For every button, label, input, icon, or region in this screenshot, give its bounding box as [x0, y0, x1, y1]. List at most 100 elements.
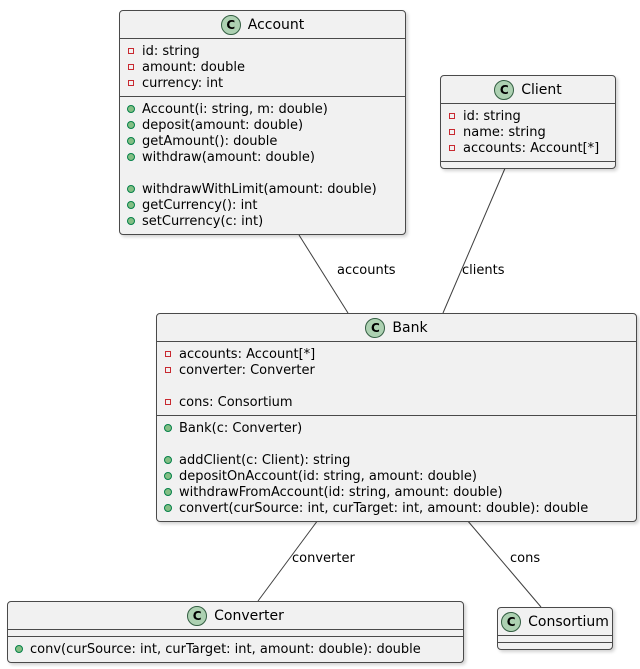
class-name: Account [247, 16, 305, 33]
attributes-section-empty [498, 635, 612, 642]
attributes-section: id: string amount: double currency: int [120, 38, 405, 96]
method-row: addClient(c: Client): string [157, 452, 636, 468]
methods-section: Bank(c: Converter) addClient(c: Client):… [157, 415, 636, 521]
blank-row [157, 436, 636, 452]
method-row: getCurrency(): int [120, 197, 405, 213]
private-field-icon [449, 113, 455, 119]
private-field-icon [165, 399, 171, 405]
public-method-icon [127, 217, 135, 225]
method-row: Bank(c: Converter) [157, 420, 636, 436]
edge-label-accounts: accounts [337, 263, 396, 278]
attribute-text: amount: double [142, 59, 245, 75]
attribute-text: currency: int [142, 75, 224, 91]
class-name: Consortium [528, 613, 609, 630]
public-method-icon [164, 488, 172, 496]
method-row: withdrawFromAccount(id: string, amount: … [157, 484, 636, 500]
method-text: withdrawWithLimit(amount: double) [142, 181, 377, 197]
stereotype-letter: C [226, 17, 236, 32]
class-bank: C Bank accounts: Account[*] converter: C… [156, 313, 637, 522]
class-client: C Client id: string name: string account… [440, 75, 616, 169]
edge-client-bank [442, 165, 507, 314]
attribute-text: cons: Consortium [179, 394, 293, 410]
public-method-icon [164, 456, 172, 464]
attributes-section-empty [8, 629, 463, 636]
method-text: convert(curSource: int, curTarget: int, … [179, 500, 589, 516]
edge-bank-consortium [466, 519, 542, 608]
class-account: C Account id: string amount: double curr… [119, 10, 406, 235]
method-text: setCurrency(c: int) [142, 213, 264, 229]
private-field-icon [449, 129, 455, 135]
class-stereotype-icon: C [187, 605, 208, 626]
attribute-text: converter: Converter [179, 362, 315, 378]
method-row: Account(i: string, m: double) [120, 101, 405, 117]
stereotype-letter: C [192, 608, 202, 623]
method-row: depositOnAccount(id: string, amount: dou… [157, 468, 636, 484]
public-method-icon [164, 424, 172, 432]
private-field-icon [128, 80, 134, 86]
method-text: conv(curSource: int, curTarget: int, amo… [30, 641, 421, 657]
class-stereotype-icon: C [501, 611, 522, 632]
class-stereotype-icon: C [494, 79, 515, 100]
private-field-icon [165, 367, 171, 373]
edge-label-clients: clients [462, 263, 505, 278]
class-client-header: C Client [441, 76, 615, 103]
public-method-icon [127, 201, 135, 209]
public-method-icon [127, 153, 135, 161]
private-field-icon [449, 145, 455, 151]
public-method-icon [127, 137, 135, 145]
private-field-icon [128, 64, 134, 70]
method-text: getCurrency(): int [142, 197, 258, 213]
method-row: convert(curSource: int, curTarget: int, … [157, 500, 636, 516]
edge-label-cons: cons [510, 551, 541, 566]
class-stereotype-icon: C [220, 14, 241, 35]
attribute-text: accounts: Account[*] [179, 346, 316, 362]
attribute-text: id: string [463, 108, 521, 124]
edge-bank-converter [257, 519, 319, 602]
blank-row [157, 378, 636, 394]
attribute-row: cons: Consortium [157, 394, 636, 410]
methods-section-empty [441, 161, 615, 168]
method-text: withdrawFromAccount(id: string, amount: … [179, 484, 503, 500]
method-row: setCurrency(c: int) [120, 213, 405, 229]
attribute-row: id: string [120, 43, 405, 59]
private-field-icon [128, 48, 134, 54]
class-account-header: C Account [120, 11, 405, 38]
class-bank-header: C Bank [157, 314, 636, 341]
stereotype-letter: C [371, 320, 380, 335]
attribute-row: accounts: Account[*] [157, 346, 636, 362]
attribute-row: accounts: Account[*] [441, 140, 615, 156]
class-consortium-header: C Consortium [498, 608, 612, 635]
blank-row [120, 165, 405, 181]
methods-section: Account(i: string, m: double) deposit(am… [120, 96, 405, 234]
attribute-text: id: string [142, 43, 200, 59]
method-text: Account(i: string, m: double) [142, 101, 328, 117]
attribute-row: amount: double [120, 59, 405, 75]
private-field-icon [165, 351, 171, 357]
class-name: Converter [214, 607, 284, 624]
method-text: Bank(c: Converter) [179, 420, 303, 436]
method-row: deposit(amount: double) [120, 117, 405, 133]
method-text: withdraw(amount: double) [142, 149, 315, 165]
public-method-icon [127, 105, 135, 113]
attribute-row: currency: int [120, 75, 405, 91]
method-row: withdraw(amount: double) [120, 149, 405, 165]
public-method-icon [127, 121, 135, 129]
attribute-row: converter: Converter [157, 362, 636, 378]
method-row: conv(curSource: int, curTarget: int, amo… [8, 641, 463, 657]
method-row: withdrawWithLimit(amount: double) [120, 181, 405, 197]
attribute-text: accounts: Account[*] [463, 140, 600, 156]
method-text: depositOnAccount(id: string, amount: dou… [179, 468, 477, 484]
class-name: Bank [392, 319, 428, 336]
public-method-icon [164, 504, 172, 512]
class-stereotype-icon: C [365, 317, 386, 338]
method-text: getAmount(): double [142, 133, 278, 149]
edge-account-bank [298, 234, 349, 314]
attributes-section: id: string name: string accounts: Accoun… [441, 103, 615, 161]
class-converter-header: C Converter [8, 602, 463, 629]
method-row: getAmount(): double [120, 133, 405, 149]
stereotype-letter: C [506, 614, 516, 629]
attribute-row: name: string [441, 124, 615, 140]
attribute-text: name: string [463, 124, 546, 140]
attributes-section: accounts: Account[*] converter: Converte… [157, 341, 636, 415]
